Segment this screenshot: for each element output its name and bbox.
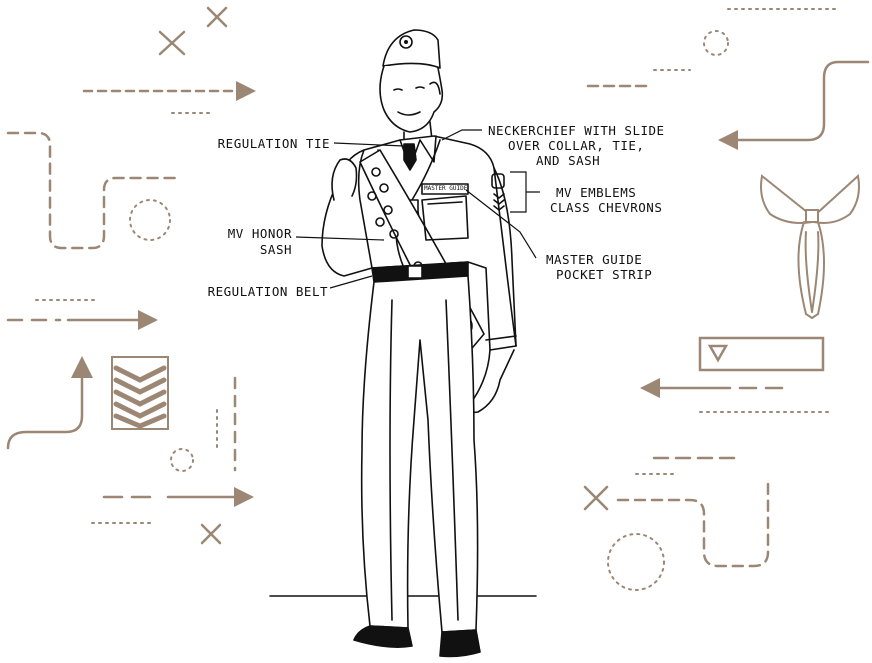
arrow-up-icon bbox=[6, 356, 93, 450]
arrow-right-icon bbox=[82, 81, 256, 101]
label-pocket-strip: POCKET STRIP bbox=[556, 267, 653, 282]
leader-lines bbox=[295, 129, 540, 289]
label-sash: SASH bbox=[259, 242, 292, 257]
arrow-right-icon bbox=[102, 487, 254, 507]
pocket-strip bbox=[421, 183, 469, 195]
label-neckerchief-line1: NECKERCHIEF WITH SLIDE bbox=[488, 123, 665, 138]
close-icon bbox=[206, 6, 228, 28]
decor-layer bbox=[6, 6, 870, 591]
cuff bbox=[485, 335, 517, 341]
label-regulation-tie: REGULATION TIE bbox=[217, 136, 330, 151]
leader-regulation-tie bbox=[333, 142, 405, 147]
label-mv-emblems: MV EMBLEMS bbox=[556, 185, 637, 200]
label-neckerchief-line2: OVER COLLAR, TIE, bbox=[508, 138, 645, 153]
neckerchief-icon bbox=[760, 174, 860, 320]
right-arm bbox=[493, 167, 517, 347]
chevron-stack-icon bbox=[111, 356, 169, 430]
trousers bbox=[360, 275, 479, 633]
close-icon bbox=[200, 523, 222, 545]
leader-honor-sash bbox=[295, 236, 385, 241]
cap-badge bbox=[399, 35, 413, 49]
garrison-cap bbox=[382, 29, 441, 69]
left-shoe bbox=[353, 625, 413, 648]
label-mv-honor: MV HONOR bbox=[227, 226, 292, 241]
arrow-right-icon bbox=[6, 310, 158, 330]
shirt-pocket bbox=[421, 195, 469, 241]
arrow-left-icon bbox=[718, 60, 870, 150]
triangle-down-icon bbox=[698, 336, 825, 372]
left-hand bbox=[331, 158, 358, 201]
tie bbox=[403, 143, 417, 171]
scout-figure bbox=[269, 29, 537, 658]
arrow-left-icon bbox=[640, 378, 792, 398]
sleeve-emblem bbox=[491, 173, 505, 189]
sleeve-chevrons bbox=[493, 193, 505, 211]
label-class-chevrons: CLASS CHEVRONS bbox=[550, 200, 663, 215]
pocket-strip-text: MASTER GUIDE bbox=[424, 185, 468, 192]
label-master-guide: MASTER GUIDE bbox=[546, 252, 643, 267]
close-icon bbox=[158, 30, 186, 56]
leader-neckerchief bbox=[441, 129, 482, 141]
leader-emblems-bracket bbox=[510, 171, 540, 213]
leader-master-guide bbox=[465, 189, 537, 259]
label-neckerchief-line3: AND SASH bbox=[536, 153, 601, 168]
close-icon bbox=[583, 485, 609, 511]
right-shoe bbox=[439, 629, 481, 658]
leader-regulation-belt bbox=[329, 275, 373, 289]
label-regulation-belt: REGULATION BELT bbox=[207, 284, 328, 299]
right-hand bbox=[468, 349, 515, 414]
head bbox=[379, 65, 444, 133]
